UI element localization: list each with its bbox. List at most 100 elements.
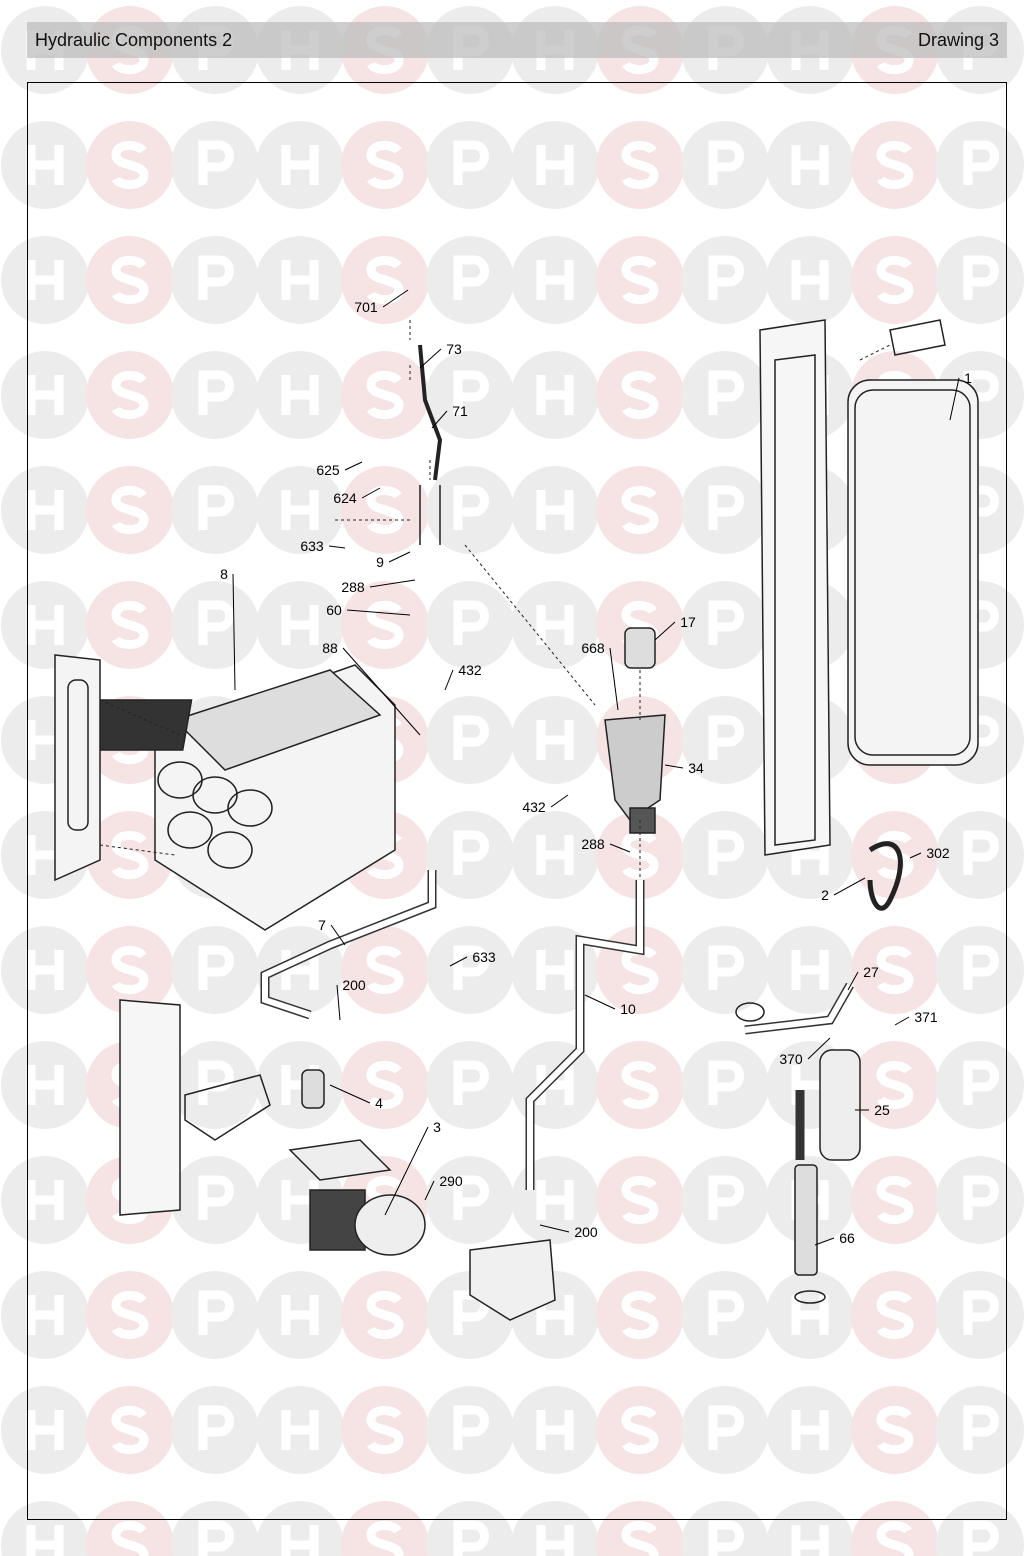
watermark-glyph-icon <box>453 140 489 185</box>
part-number-label: 288 <box>581 836 605 852</box>
watermark-glyph-icon <box>26 1065 64 1105</box>
watermark-glyph-icon <box>621 1521 659 1556</box>
watermark-glyph-icon <box>453 370 489 415</box>
watermark-glyph-icon <box>876 1061 914 1109</box>
part-number-label: 27 <box>863 964 879 980</box>
watermark-glyph-icon <box>198 945 234 990</box>
watermark-glyph-icon <box>621 831 659 879</box>
watermark-glyph-icon <box>26 1180 64 1220</box>
watermark-glyph-icon <box>453 255 489 300</box>
watermark-glyph-icon <box>26 145 64 185</box>
callout-leader <box>344 461 363 471</box>
watermark-glyph-icon <box>963 945 999 990</box>
watermark-glyph-icon <box>198 140 234 185</box>
callout-labels: 7017371625624633928886088432668173443228… <box>220 289 972 1246</box>
part-number-label: 17 <box>680 614 696 630</box>
watermark-glyph-icon <box>453 715 489 760</box>
watermark-glyph-icon <box>26 260 64 300</box>
watermark-glyph-icon <box>281 605 319 645</box>
watermark-glyph-icon <box>963 1520 999 1556</box>
watermark-glyph-icon <box>963 830 999 875</box>
watermark-glyph-icon <box>281 145 319 185</box>
callout-leader <box>609 843 631 853</box>
watermark-glyph-icon <box>536 145 574 185</box>
callout-leader <box>342 647 421 736</box>
watermark-glyph-icon <box>366 601 404 649</box>
callout-leader <box>424 1180 435 1201</box>
watermark-glyph-icon <box>708 830 744 875</box>
watermark-glyph-icon <box>708 1405 744 1450</box>
watermark-glyph-icon <box>281 1410 319 1450</box>
part-number-label: 2 <box>821 887 829 903</box>
watermark-glyph-icon <box>26 375 64 415</box>
watermark-glyph-icon <box>281 1525 319 1556</box>
watermark-glyph-icon <box>453 945 489 990</box>
watermark-glyph-icon <box>708 1060 744 1105</box>
watermark-glyph-icon <box>708 1290 744 1335</box>
condensate-trap <box>735 982 861 1304</box>
expansion-vessel <box>847 319 979 766</box>
dashed-guides <box>99 320 891 880</box>
watermark-glyph-icon <box>708 255 744 300</box>
watermark-glyph-icon <box>621 256 659 304</box>
watermark-glyph-icon <box>876 1406 914 1454</box>
callout-leader <box>336 984 341 1021</box>
watermark-glyph-icon <box>111 831 149 879</box>
bracket-left-bottom <box>119 999 271 1216</box>
part-number-label: 668 <box>581 640 605 656</box>
callout-leader <box>814 1237 835 1246</box>
callout-leader <box>361 487 381 499</box>
watermark-glyph-icon <box>708 715 744 760</box>
watermark-glyph-icon <box>366 1521 404 1556</box>
callout-leader <box>328 545 346 549</box>
watermark-glyph-icon <box>198 370 234 415</box>
watermark-glyph-icon <box>963 600 999 645</box>
page-title: Hydraulic Components 2 <box>35 30 233 50</box>
side-panel-left <box>54 654 101 882</box>
part-number-label: 290 <box>439 1173 463 1189</box>
callout-leader <box>444 669 454 691</box>
watermark-glyph-icon <box>791 950 829 990</box>
drawing-number: Drawing 3 <box>917 30 999 50</box>
part-number-label: 4 <box>375 1095 383 1111</box>
callout-leader <box>894 1016 910 1026</box>
part-number-label: 9 <box>376 554 384 570</box>
part-number-label: 60 <box>326 602 342 618</box>
watermark-glyph-icon <box>111 1406 149 1454</box>
watermark-glyph-icon <box>198 600 234 645</box>
watermark-glyph-icon <box>536 260 574 300</box>
part-number-label: 10 <box>620 1001 636 1017</box>
watermark-glyph-icon <box>621 1291 659 1339</box>
part-number-label: 3 <box>433 1119 441 1135</box>
watermark-glyph-icon <box>366 946 404 994</box>
watermark-glyph-icon <box>536 375 574 415</box>
watermark-glyph-icon <box>198 1520 234 1556</box>
watermark-glyph-icon <box>198 1060 234 1105</box>
part-number-label: 73 <box>446 341 462 357</box>
watermark-glyph-icon <box>453 1060 489 1105</box>
part-number-label: 200 <box>574 1224 598 1240</box>
callout-leader <box>330 924 346 946</box>
part-number-label: 34 <box>688 760 704 776</box>
watermark-glyph-icon <box>536 1410 574 1450</box>
callout-leader <box>346 609 411 616</box>
diagram-frame <box>27 82 1007 1520</box>
watermark-glyph-icon <box>453 830 489 875</box>
watermark-glyph-icon <box>791 260 829 300</box>
pipes <box>260 344 903 1190</box>
part-number-label: 1 <box>964 370 972 386</box>
watermark-glyph-icon <box>198 255 234 300</box>
watermark-glyph-icon <box>791 1410 829 1450</box>
watermark-glyph-icon <box>281 1295 319 1335</box>
callout-leader <box>384 1126 429 1216</box>
part-number-label: 66 <box>839 1230 855 1246</box>
callout-leader <box>232 573 236 691</box>
part-number-label: 701 <box>354 299 378 315</box>
watermark-glyph-icon <box>536 1180 574 1220</box>
watermark-glyph-icon <box>963 1175 999 1220</box>
valve-block <box>469 1239 556 1321</box>
callout-leader <box>807 1037 831 1060</box>
watermark-glyph-icon <box>111 946 149 994</box>
watermark-glyph-icon <box>876 141 914 189</box>
callout-leader <box>609 647 619 711</box>
